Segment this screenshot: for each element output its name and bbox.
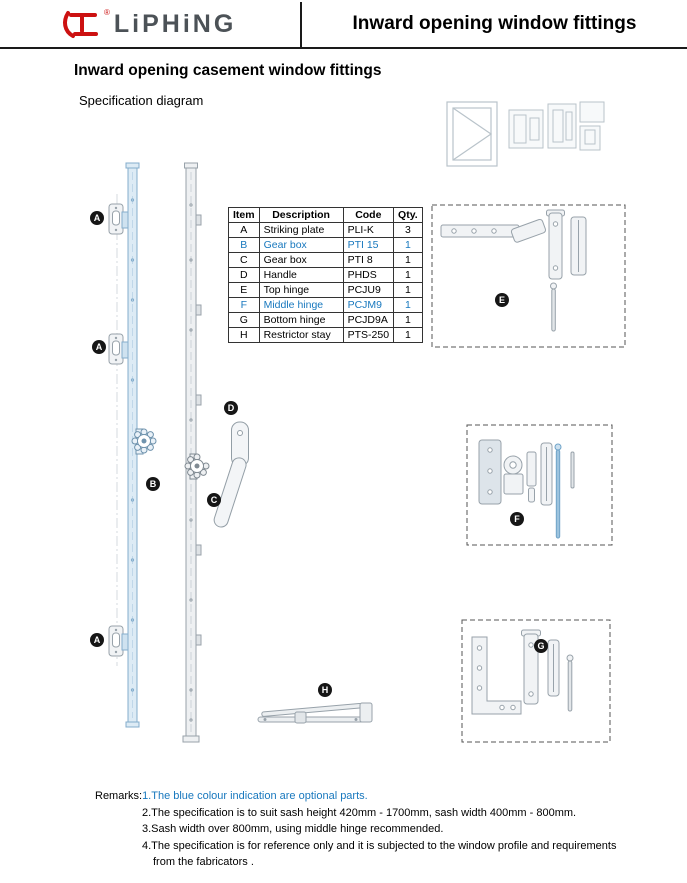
col-item: Item [228, 207, 260, 223]
remarks-block: Remarks:1.The blue colour indication are… [95, 788, 616, 871]
gear-c-mechanism [184, 453, 210, 480]
registered-mark: ® [104, 8, 110, 17]
label-c: C [207, 493, 221, 507]
remark-line-4-continued: from the fabricators . [153, 856, 254, 868]
document-title: Inward opening window fittings [352, 12, 637, 34]
striking-plate-drawing-1 [108, 203, 124, 235]
table-row-c: C Gear box PTI 8 1 [228, 252, 423, 268]
label-h: H [318, 683, 332, 697]
label-e: E [495, 293, 509, 307]
remark-line-2: 2.The specification is to suit sash heig… [142, 806, 577, 819]
label-f: F [510, 512, 524, 526]
main-heading: Inward opening casement window fittings [74, 62, 382, 79]
table-row-a: A Striking plate PLI-K 3 [228, 222, 423, 238]
remark-text-1: 1.The blue colour indication are optiona… [142, 790, 368, 802]
table-row-b-optional: B Gear box PTI 15 1 [228, 237, 423, 253]
label-a-1: A [90, 211, 104, 225]
gear-b-mechanism [131, 428, 157, 455]
remark-line-4: 4.The specification is for reference onl… [142, 839, 617, 852]
top-hinge-e-drawing [440, 209, 587, 332]
label-g: G [534, 639, 548, 653]
brand-logo-icon [63, 11, 98, 38]
label-a-3: A [90, 633, 104, 647]
col-code: Code [342, 207, 395, 223]
header-divider [300, 2, 302, 47]
table-row-d: D Handle PHDS 1 [228, 267, 423, 283]
label-a-2: A [92, 340, 106, 354]
striking-plate-drawing-3 [108, 625, 124, 657]
label-b: B [146, 477, 160, 491]
window-symbol-drawing [446, 101, 498, 167]
table-row-h: H Restrictor stay PTS-250 1 [228, 327, 423, 343]
middle-hinge-f-drawing [478, 439, 575, 539]
table-row-g: G Bottom hinge PCJD9A 1 [228, 312, 423, 328]
restrictor-stay-h-drawing [257, 702, 373, 724]
table-row-f-optional: F Middle hinge PCJM9 1 [228, 297, 423, 313]
table-row-e: E Top hinge PCJU9 1 [228, 282, 423, 298]
sub-heading: Specification diagram [79, 93, 204, 108]
col-description: Description [258, 207, 344, 223]
page-header: ® LiPHiNG Inward opening window fittings [0, 0, 687, 49]
gear-box-c-drawing [182, 162, 210, 743]
spec-table: Item Description Code Qty. A Striking pl… [228, 207, 423, 343]
remark-line-3: 3.Sash width over 800mm, using middle hi… [142, 823, 444, 835]
bottom-hinge-g-drawing [471, 629, 574, 715]
label-d: D [224, 401, 238, 415]
brand-logo: ® LiPHiNG [60, 6, 236, 42]
col-qty: Qty. [393, 207, 423, 223]
gear-box-b-drawing [121, 162, 157, 728]
brand-name: LiPHiNG [113, 10, 237, 38]
striking-plate-drawing-2 [108, 333, 124, 365]
remark-line-1: Remarks:1.The blue colour indication are… [95, 788, 616, 805]
handle-drawing [213, 421, 249, 528]
detail-boxes [431, 204, 626, 743]
remarks-label: Remarks: [95, 790, 143, 802]
table-header-row: Item Description Code Qty. [228, 207, 423, 223]
profile-sections-drawing [508, 101, 605, 151]
